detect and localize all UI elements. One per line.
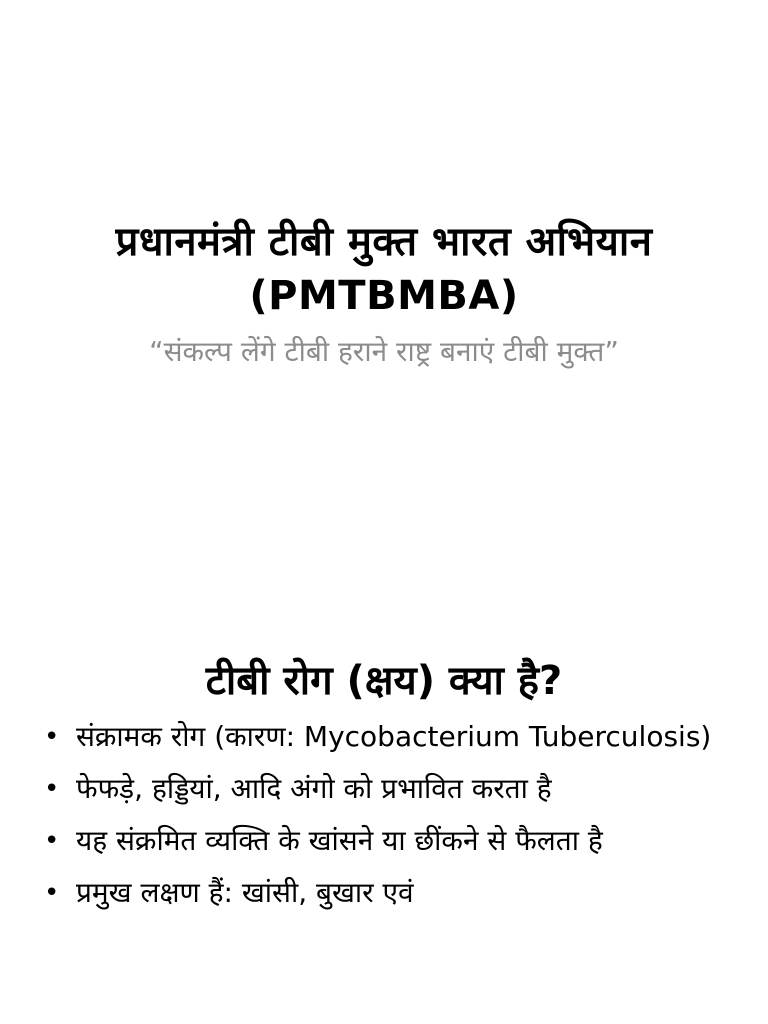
page-title: प्रधानमंत्री टीबी मुक्त भारत अभियान (PMT… xyxy=(115,218,653,319)
bullet-list: • संक्रामक रोग (कारण: Mycobacterium Tube… xyxy=(0,718,748,926)
list-item-text: यह संक्रमित व्यक्ति के खांसने या छींकने … xyxy=(76,824,603,857)
slogan-subtitle: “संकल्प लेंगे टीबी हराने राष्ट्र बनाएं ट… xyxy=(149,335,619,368)
bullet-icon: • xyxy=(44,722,60,752)
list-item-text: फेफड़े, हड्डियां, आदि अंगो को प्रभावित क… xyxy=(76,772,552,805)
list-item: • यह संक्रमित व्यक्ति के खांसने या छींकन… xyxy=(0,822,748,860)
list-item-text: संक्रामक रोग (कारण: Mycobacterium Tuberc… xyxy=(76,720,712,753)
list-item: • प्रमुख लक्षण हैं: खांसी, बुखार एवं xyxy=(0,874,748,912)
list-item: • फेफड़े, हड्डियां, आदि अंगो को प्रभावित… xyxy=(0,770,748,808)
slide-what-is-tb: टीबी रोग (क्षय) क्या है? • संक्रामक रोग … xyxy=(0,576,768,1024)
bullet-icon: • xyxy=(44,826,60,856)
bullet-icon: • xyxy=(44,774,60,804)
list-item-text: प्रमुख लक्षण हैं: खांसी, बुखार एवं xyxy=(76,876,414,909)
slide-title: प्रधानमंत्री टीबी मुक्त भारत अभियान (PMT… xyxy=(115,218,653,368)
bullet-icon: • xyxy=(44,878,60,908)
slide-heading: टीबी रोग (क्षय) क्या है? xyxy=(205,658,563,705)
list-item: • संक्रामक रोग (कारण: Mycobacterium Tube… xyxy=(0,718,748,756)
